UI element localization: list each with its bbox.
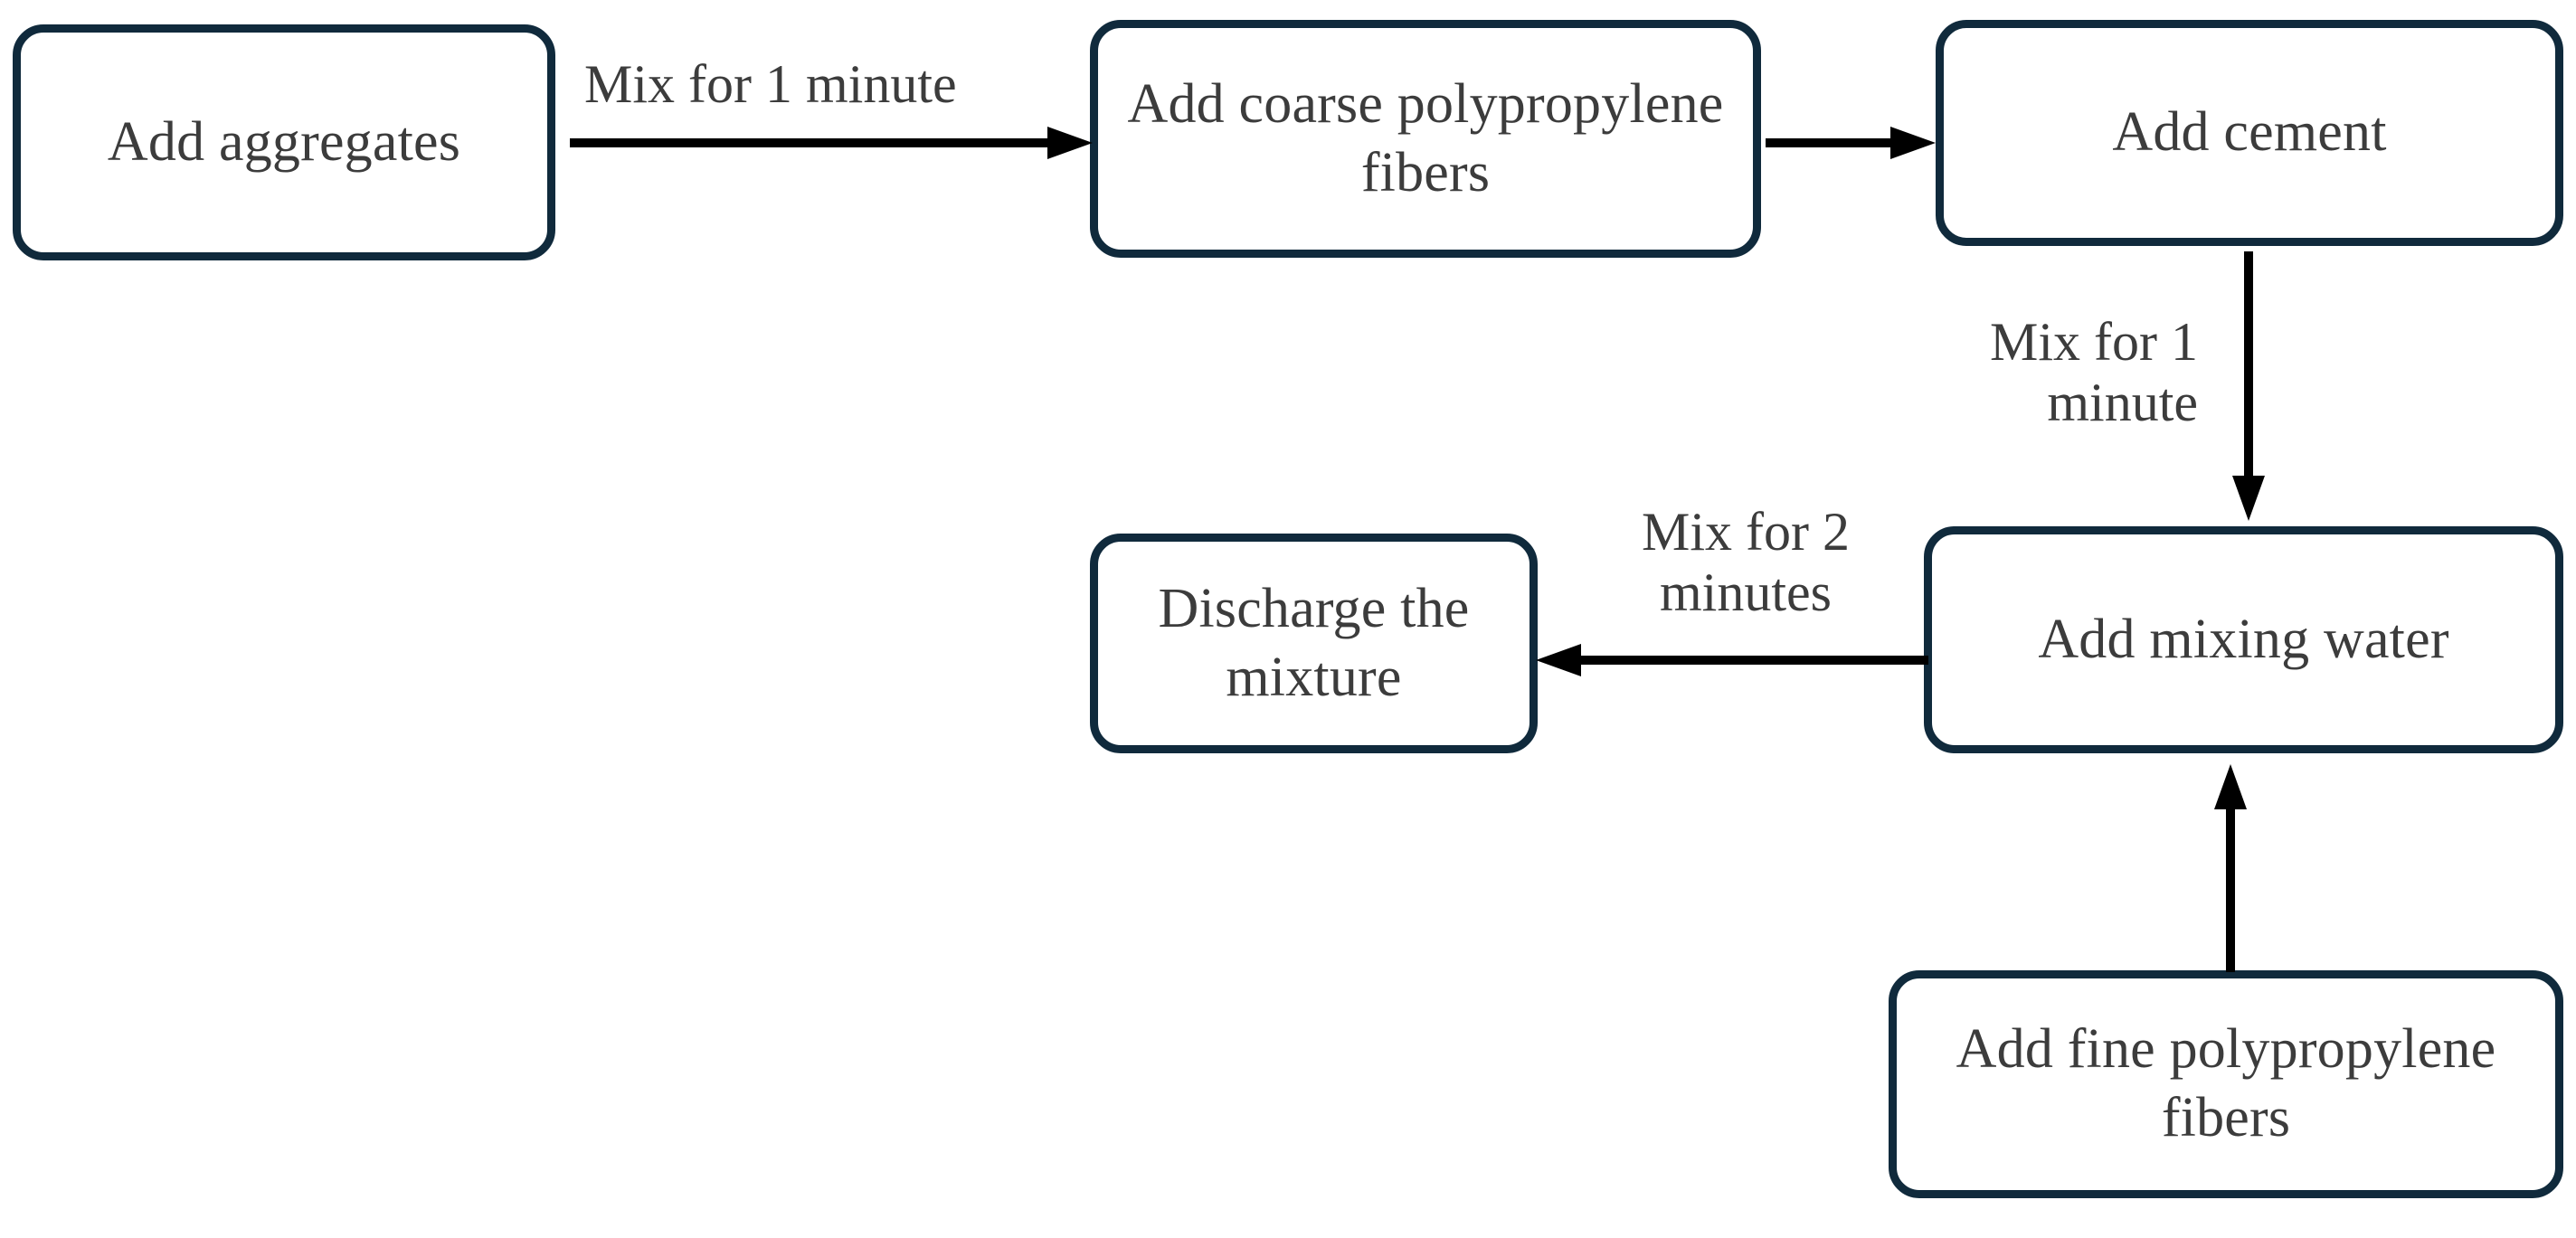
arrow-aggregates-to-coarse-fibers: [570, 127, 1093, 159]
arrow-fine-fibers-to-mixing-water: [2214, 764, 2247, 972]
node-label: Add coarse polypropylene fibers: [1127, 72, 1724, 203]
node-label: Add mixing water: [2038, 608, 2449, 670]
node-label: Add aggregates: [107, 110, 461, 173]
node-add-mixing-water[interactable]: Add mixing water: [1924, 526, 2563, 753]
node-add-aggregates[interactable]: Add aggregates: [13, 24, 555, 260]
edge-label-mix-for-1-minute-vertical: Mix for 1 minute: [1990, 312, 2198, 433]
arrow-cement-to-mixing-water: [2232, 251, 2265, 521]
edge-label-mix-for-1-minute-horizontal: Mix for 1 minute: [584, 54, 957, 114]
arrow-mixing-water-to-discharge: [1536, 644, 1928, 676]
edge-label-mix-for-2-minutes: Mix for 2 minutes: [1642, 502, 1850, 623]
node-add-cement[interactable]: Add cement: [1936, 20, 2563, 246]
node-add-fine-polypropylene-fibers[interactable]: Add fine polypropylene fibers: [1889, 970, 2563, 1198]
node-discharge-the-mixture[interactable]: Discharge the mixture: [1090, 534, 1538, 753]
node-label: Add cement: [2112, 101, 2387, 164]
node-label: Discharge the mixture: [1158, 577, 1470, 708]
node-add-coarse-polypropylene-fibers[interactable]: Add coarse polypropylene fibers: [1090, 20, 1761, 258]
node-label: Add fine polypropylene fibers: [1956, 1018, 2496, 1148]
arrow-coarse-fibers-to-cement: [1766, 127, 1936, 159]
